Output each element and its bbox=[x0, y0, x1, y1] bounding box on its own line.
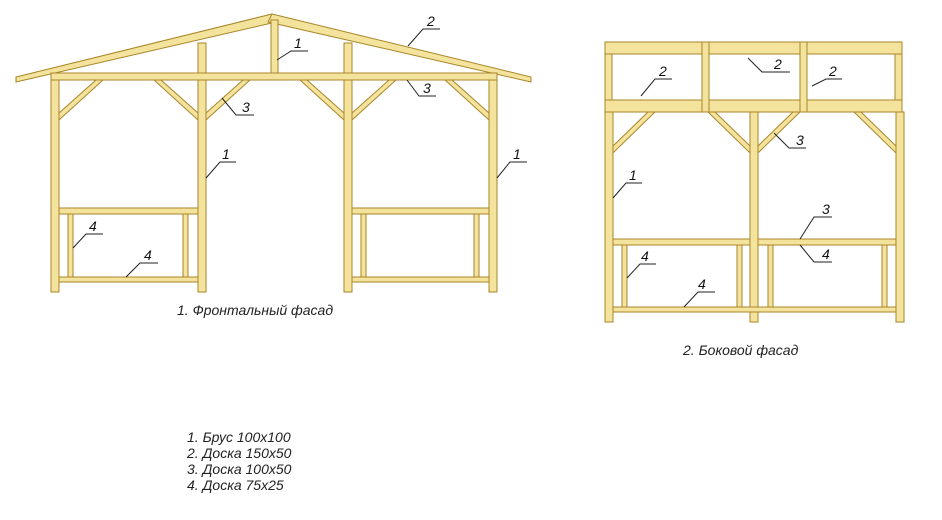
front-top-beam bbox=[50, 72, 498, 81]
side-bench-rail bbox=[612, 238, 751, 246]
side-bench-leg bbox=[621, 244, 628, 308]
svg-text:1: 1 bbox=[513, 146, 521, 162]
side-bench-bottom bbox=[612, 306, 897, 313]
svg-text:4: 4 bbox=[641, 248, 649, 264]
side-bench-leg bbox=[736, 244, 743, 308]
front-facade: 2 1 3 3 1 1 4 4 bbox=[15, 13, 532, 293]
front-callout-1-post: 1 bbox=[496, 146, 527, 179]
side-bench-leg bbox=[881, 244, 888, 308]
side-post-1 bbox=[604, 111, 614, 323]
front-rafter-left bbox=[15, 13, 277, 83]
side-brace bbox=[757, 111, 802, 155]
legend-item: 2. Доска 150x50 bbox=[187, 445, 292, 461]
side-post-3 bbox=[895, 111, 905, 323]
front-callout-4-bottom: 4 bbox=[125, 247, 158, 278]
svg-text:3: 3 bbox=[423, 80, 431, 96]
front-bench-leg bbox=[473, 213, 480, 278]
front-brace bbox=[205, 79, 252, 122]
front-bench-leg bbox=[67, 213, 74, 278]
svg-text:2: 2 bbox=[828, 63, 837, 79]
side-callout-3-rail: 3 bbox=[799, 201, 832, 240]
side-callout-4-bottom: 4 bbox=[683, 276, 715, 308]
side-brace bbox=[852, 111, 897, 155]
svg-text:1: 1 bbox=[629, 167, 637, 183]
side-callout-1-post: 1 bbox=[612, 167, 642, 199]
side-brace bbox=[706, 111, 751, 155]
side-callout-3-brace: 3 bbox=[773, 132, 806, 149]
side-bench-leg bbox=[767, 244, 774, 308]
front-post-3 bbox=[343, 42, 353, 293]
side-top-board bbox=[604, 41, 903, 55]
front-callout-1-post: 1 bbox=[205, 146, 236, 179]
side-facade: 2 2 2 3 1 3 4 4 bbox=[604, 41, 905, 323]
side-post-2 bbox=[749, 111, 759, 323]
front-bench-leg bbox=[360, 213, 367, 278]
front-bench-bottom-right bbox=[351, 276, 490, 283]
side-callout-2: 2 bbox=[640, 63, 672, 97]
svg-text:4: 4 bbox=[698, 276, 706, 292]
legend-item: 4. Доска 75x25 bbox=[187, 477, 284, 493]
front-bench-rail-left bbox=[58, 207, 199, 215]
front-callout-3-brace: 3 bbox=[221, 97, 254, 116]
front-post-2 bbox=[197, 42, 207, 293]
side-upper-post bbox=[604, 53, 613, 101]
side-upper-post bbox=[894, 53, 903, 101]
svg-text:4: 4 bbox=[89, 218, 97, 234]
front-brace bbox=[58, 79, 105, 122]
front-king-post bbox=[270, 19, 279, 75]
svg-text:4: 4 bbox=[822, 246, 830, 262]
legend-item: 1. Брус 100x100 bbox=[187, 429, 291, 445]
front-bench-bottom-left bbox=[58, 276, 199, 283]
svg-text:2: 2 bbox=[773, 56, 782, 72]
side-callout-4-rail: 4 bbox=[799, 244, 832, 263]
front-bench-rail-right bbox=[351, 207, 490, 215]
side-facade-caption: 2. Боковой фасад bbox=[683, 342, 799, 358]
side-callout-2: 2 bbox=[811, 63, 842, 87]
front-brace bbox=[152, 79, 199, 122]
svg-text:3: 3 bbox=[796, 132, 804, 148]
front-facade-caption: 1. Фронтальный фасад bbox=[177, 302, 334, 318]
svg-text:2: 2 bbox=[658, 63, 667, 79]
front-callout-1-kingpost: 1 bbox=[276, 35, 308, 61]
svg-text:1: 1 bbox=[294, 35, 302, 51]
side-callout-2: 2 bbox=[747, 56, 790, 73]
side-callout-4-leg: 4 bbox=[626, 248, 656, 279]
side-bench-rail bbox=[757, 238, 897, 246]
front-post-4 bbox=[488, 73, 498, 293]
front-brace bbox=[351, 79, 398, 122]
front-rafter-right bbox=[267, 13, 532, 83]
front-callout-2: 2 bbox=[407, 13, 440, 47]
front-callout-3-beam: 3 bbox=[406, 79, 436, 97]
materials-legend: 1. Брус 100x100 2. Доска 150x50 3. Доска… bbox=[187, 429, 291, 493]
front-brace bbox=[443, 79, 490, 122]
side-upper-post bbox=[701, 41, 710, 113]
legend-item: 3. Доска 100x50 bbox=[187, 461, 292, 477]
front-bench-leg bbox=[182, 213, 189, 278]
front-callout-4-leg: 4 bbox=[72, 218, 103, 249]
side-brace bbox=[612, 111, 657, 155]
front-brace bbox=[298, 79, 345, 122]
svg-text:3: 3 bbox=[822, 201, 830, 217]
side-mid-board bbox=[604, 99, 903, 113]
svg-text:2: 2 bbox=[426, 13, 435, 29]
front-post-1 bbox=[50, 73, 60, 293]
svg-text:4: 4 bbox=[144, 247, 152, 263]
svg-text:1: 1 bbox=[222, 146, 230, 162]
svg-text:3: 3 bbox=[242, 99, 250, 115]
side-upper-post bbox=[799, 41, 808, 113]
